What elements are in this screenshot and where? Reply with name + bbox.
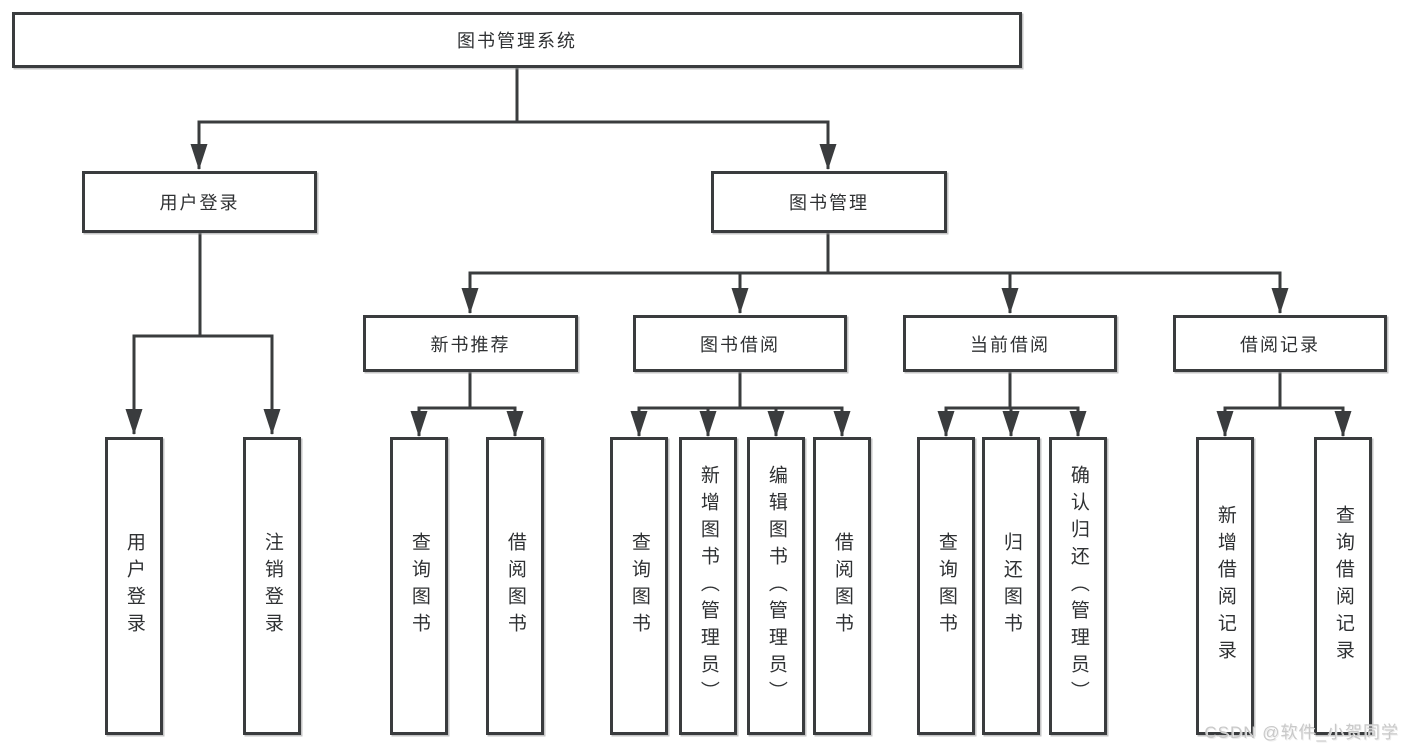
node-user-login-branch: 用户登录 bbox=[82, 171, 317, 233]
leaf-add-borrow-record: 新增借阅记录 bbox=[1196, 437, 1254, 735]
node-current-borrow: 当前借阅 bbox=[903, 315, 1117, 372]
node-root-system: 图书管理系统 bbox=[12, 12, 1022, 68]
node-borrow-record: 借阅记录 bbox=[1173, 315, 1387, 372]
leaf-logout: 注销登录 bbox=[243, 437, 301, 735]
node-label: 用户登录 bbox=[159, 193, 240, 213]
node-label: 用户登录 bbox=[123, 532, 145, 640]
leaf-edit-book-admin: 编辑图书（管理员） bbox=[747, 437, 805, 735]
node-label: 新书推荐 bbox=[430, 334, 511, 355]
node-label: 新增借阅记录 bbox=[1214, 505, 1236, 667]
connector-current-to-leaves bbox=[937, 372, 1087, 437]
connector-line bbox=[1223, 372, 1345, 410]
node-book-management-branch: 图书管理 bbox=[711, 171, 947, 233]
node-label: 新增图书（管理员） bbox=[697, 464, 719, 708]
connector-borrow-to-leaves bbox=[630, 372, 851, 437]
connector-userlogin-to-leaves bbox=[125, 233, 281, 435]
connector-line bbox=[417, 372, 517, 410]
node-label: 编辑图书（管理员） bbox=[765, 464, 787, 708]
leaf-recommend-query-book: 查询图书 bbox=[390, 437, 448, 735]
leaf-borrow-query-book: 查询图书 bbox=[610, 437, 668, 735]
connector-line bbox=[468, 233, 1282, 275]
connector-line bbox=[197, 68, 830, 124]
leaf-add-book-admin: 新增图书（管理员） bbox=[679, 437, 737, 735]
leaf-borrow-book: 借阅图书 bbox=[813, 437, 871, 735]
node-label: 图书管理 bbox=[789, 193, 869, 213]
node-label: 查询图书 bbox=[408, 532, 430, 640]
node-label: 确认归还（管理员） bbox=[1067, 464, 1089, 708]
node-label: 图书管理系统 bbox=[457, 31, 577, 51]
node-label: 查询借阅记录 bbox=[1332, 505, 1354, 667]
leaf-user-login: 用户登录 bbox=[105, 437, 163, 735]
node-label: 借阅图书 bbox=[831, 532, 853, 640]
connector-root-to-level2 bbox=[190, 68, 837, 170]
connector-line bbox=[944, 372, 1080, 410]
connector-line bbox=[637, 372, 844, 410]
connector-records-to-leaves bbox=[1216, 372, 1352, 437]
leaf-current-query-book: 查询图书 bbox=[917, 437, 975, 735]
node-book-borrow: 图书借阅 bbox=[633, 315, 847, 372]
leaf-recommend-borrow-book: 借阅图书 bbox=[486, 437, 544, 735]
node-label: 图书借阅 bbox=[700, 334, 780, 355]
connector-newbook-to-leaves bbox=[410, 372, 524, 437]
node-label: 查询图书 bbox=[935, 532, 957, 640]
leaf-confirm-return-admin: 确认归还（管理员） bbox=[1049, 437, 1107, 735]
node-label: 借阅图书 bbox=[504, 532, 526, 640]
node-label: 借阅记录 bbox=[1240, 334, 1320, 355]
node-label: 归还图书 bbox=[1000, 532, 1022, 640]
node-label: 查询图书 bbox=[628, 532, 650, 640]
csdn-watermark: CSDN @软件_小贺同学 bbox=[1204, 723, 1399, 742]
node-label: 当前借阅 bbox=[970, 334, 1050, 355]
connector-line bbox=[132, 233, 274, 338]
node-label: 注销登录 bbox=[261, 532, 283, 640]
leaf-query-borrow-record: 查询借阅记录 bbox=[1314, 437, 1372, 735]
connector-bookmgmt-to-level3 bbox=[461, 233, 1289, 314]
leaf-return-book: 归还图书 bbox=[982, 437, 1040, 735]
node-new-book-recommend: 新书推荐 bbox=[363, 315, 578, 372]
